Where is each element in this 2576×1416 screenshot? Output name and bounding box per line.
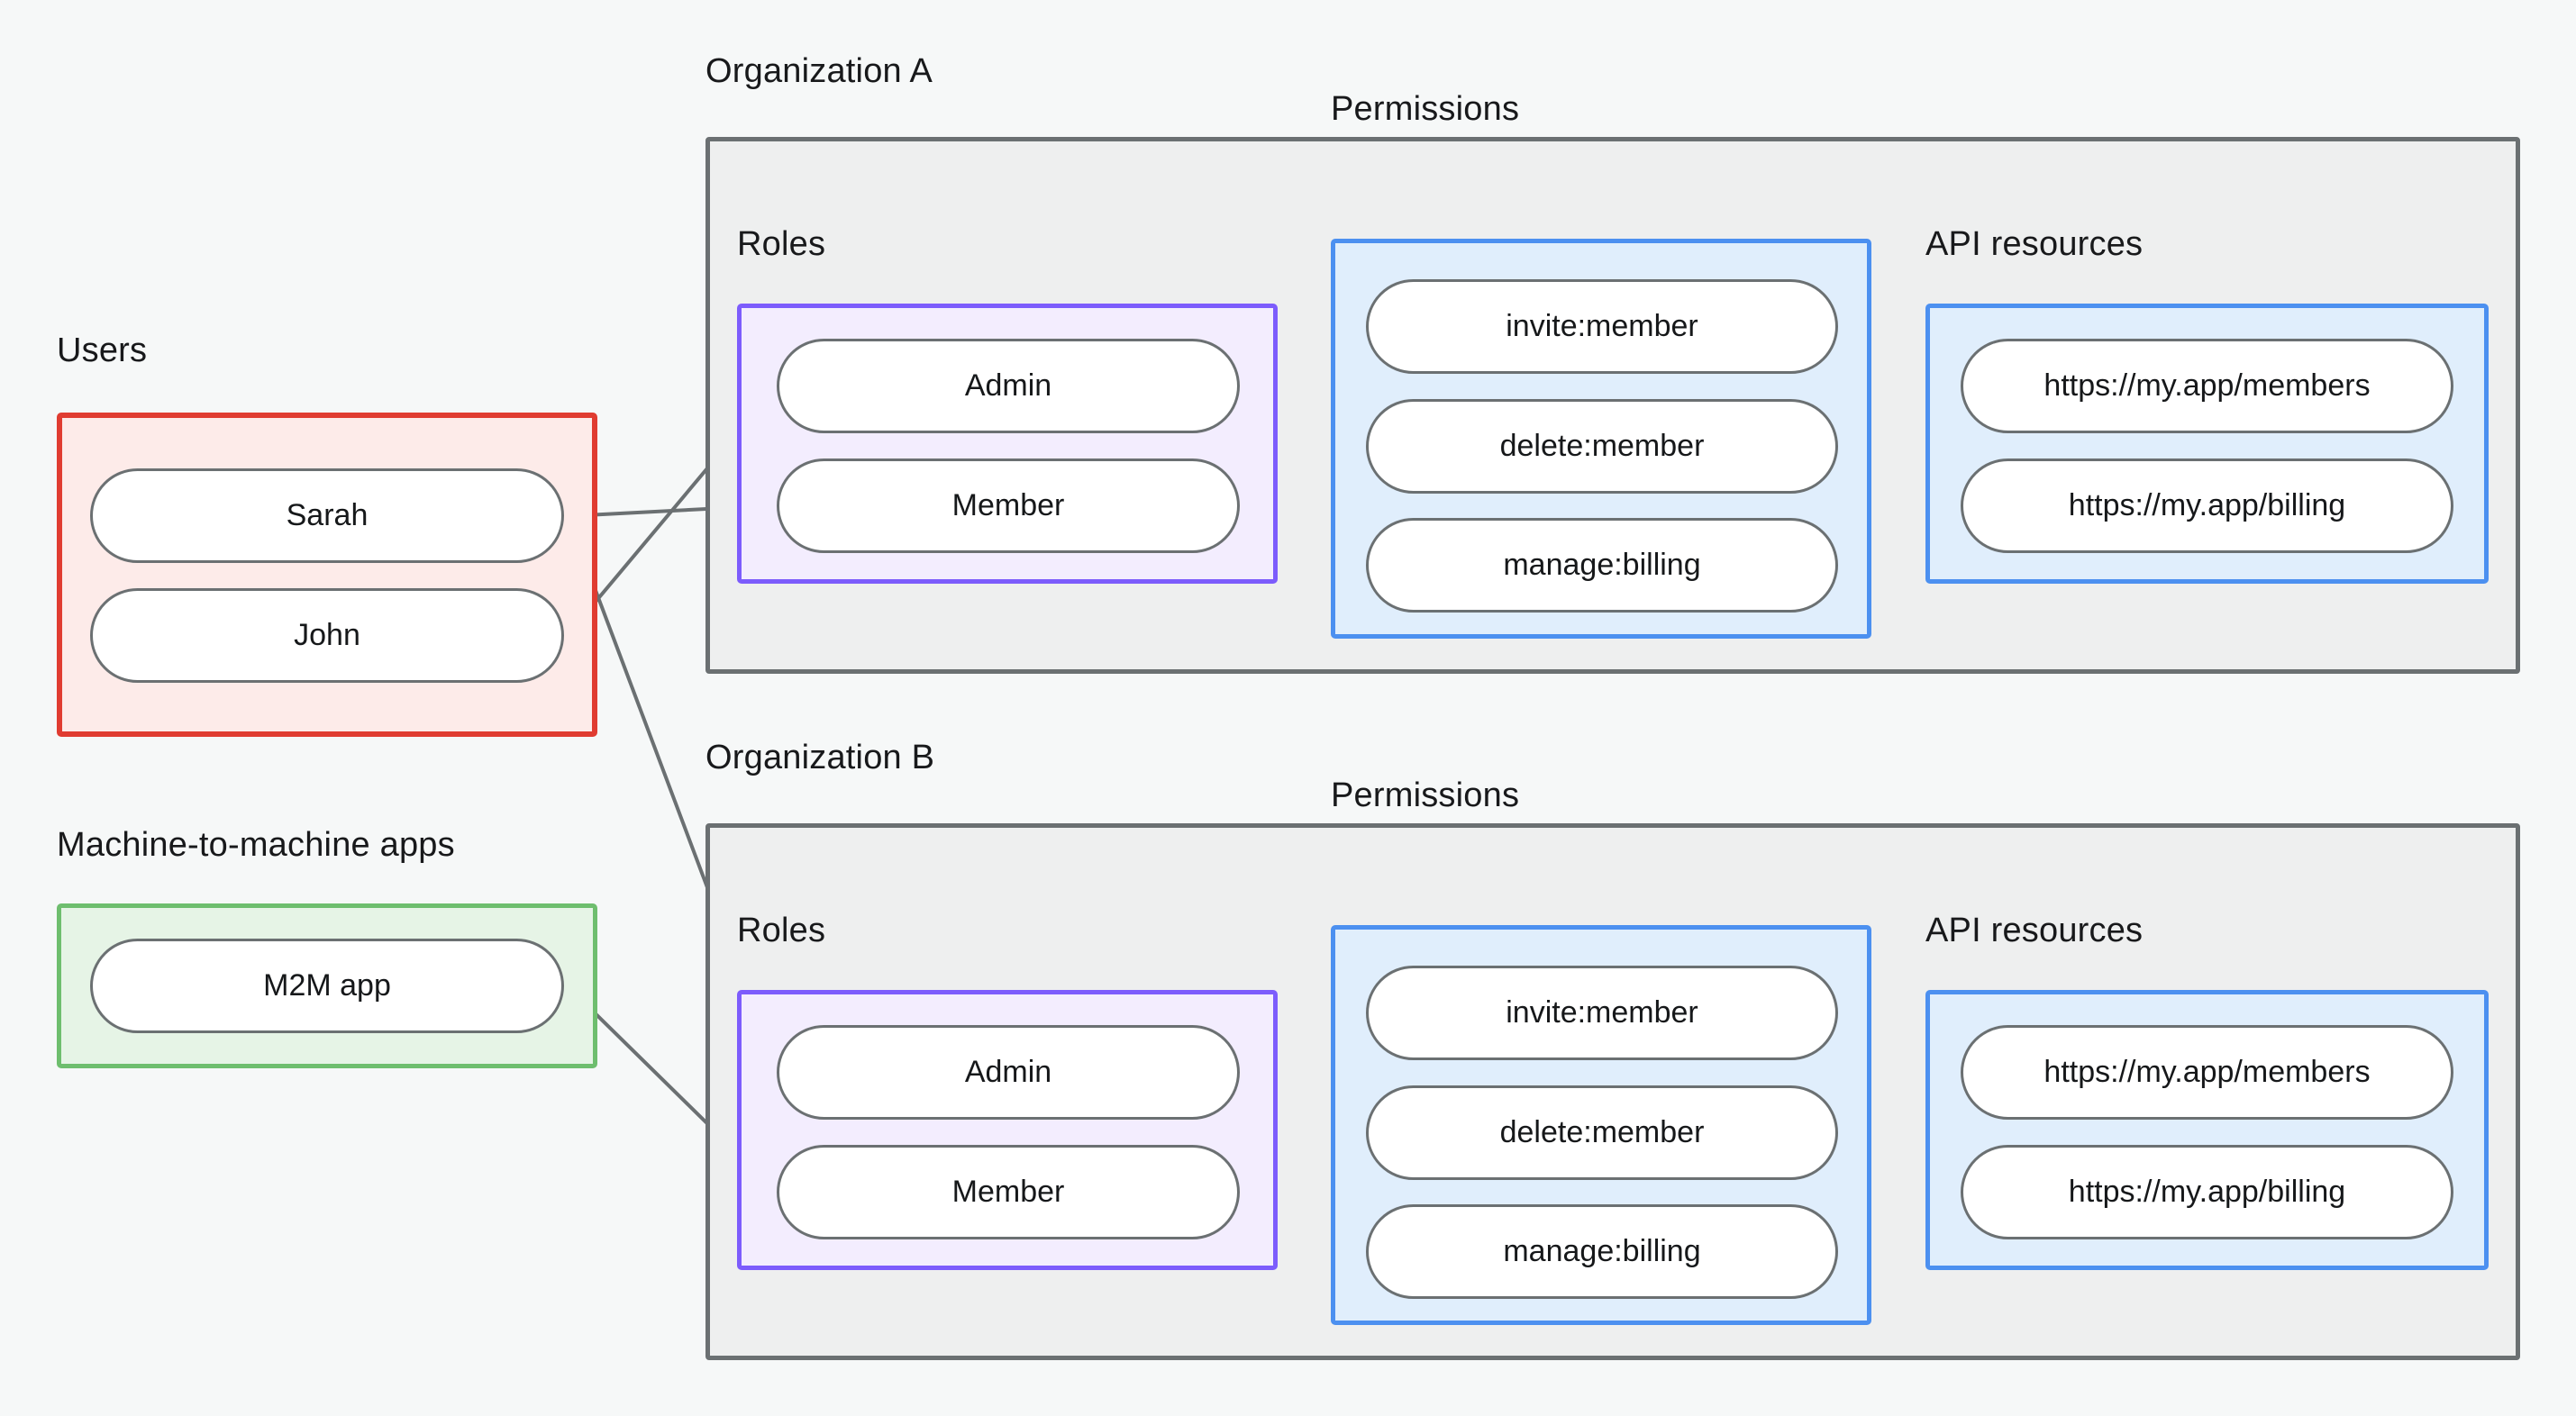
users-group-box xyxy=(57,413,597,737)
org-b-permissions-label: Permissions xyxy=(1331,776,1520,814)
org-a-role-admin[interactable]: Admin xyxy=(777,339,1240,433)
org-b-permission-delete-member[interactable]: delete:member xyxy=(1366,1085,1838,1180)
m2m-group-label: Machine-to-machine apps xyxy=(57,826,455,864)
org-a-api-billing[interactable]: https://my.app/billing xyxy=(1961,458,2453,553)
users-group-label: Users xyxy=(57,331,148,369)
org-b-roles-label: Roles xyxy=(737,912,826,949)
org-b-api-label: API resources xyxy=(1925,912,2144,949)
user-node-john[interactable]: John xyxy=(90,588,564,683)
org-b-role-admin[interactable]: Admin xyxy=(777,1025,1240,1120)
org-b-permission-manage-billing[interactable]: manage:billing xyxy=(1366,1204,1838,1299)
org-b-api-members[interactable]: https://my.app/members xyxy=(1961,1025,2453,1120)
org-a-role-member[interactable]: Member xyxy=(777,458,1240,553)
org-b-label: Organization B xyxy=(705,739,935,776)
org-a-permissions-label: Permissions xyxy=(1331,90,1520,128)
org-a-label: Organization A xyxy=(705,52,933,90)
org-a-permission-invite-member[interactable]: invite:member xyxy=(1366,279,1838,374)
org-b-permission-invite-member[interactable]: invite:member xyxy=(1366,966,1838,1060)
m2m-node-app[interactable]: M2M app xyxy=(90,939,564,1033)
org-b-api-billing[interactable]: https://my.app/billing xyxy=(1961,1145,2453,1239)
user-node-sarah[interactable]: Sarah xyxy=(90,468,564,563)
org-a-permission-manage-billing[interactable]: manage:billing xyxy=(1366,518,1838,613)
org-a-api-label: API resources xyxy=(1925,225,2144,263)
org-a-roles-label: Roles xyxy=(737,225,826,263)
org-a-permission-delete-member[interactable]: delete:member xyxy=(1366,399,1838,494)
org-b-role-member[interactable]: Member xyxy=(777,1145,1240,1239)
org-a-api-members[interactable]: https://my.app/members xyxy=(1961,339,2453,433)
